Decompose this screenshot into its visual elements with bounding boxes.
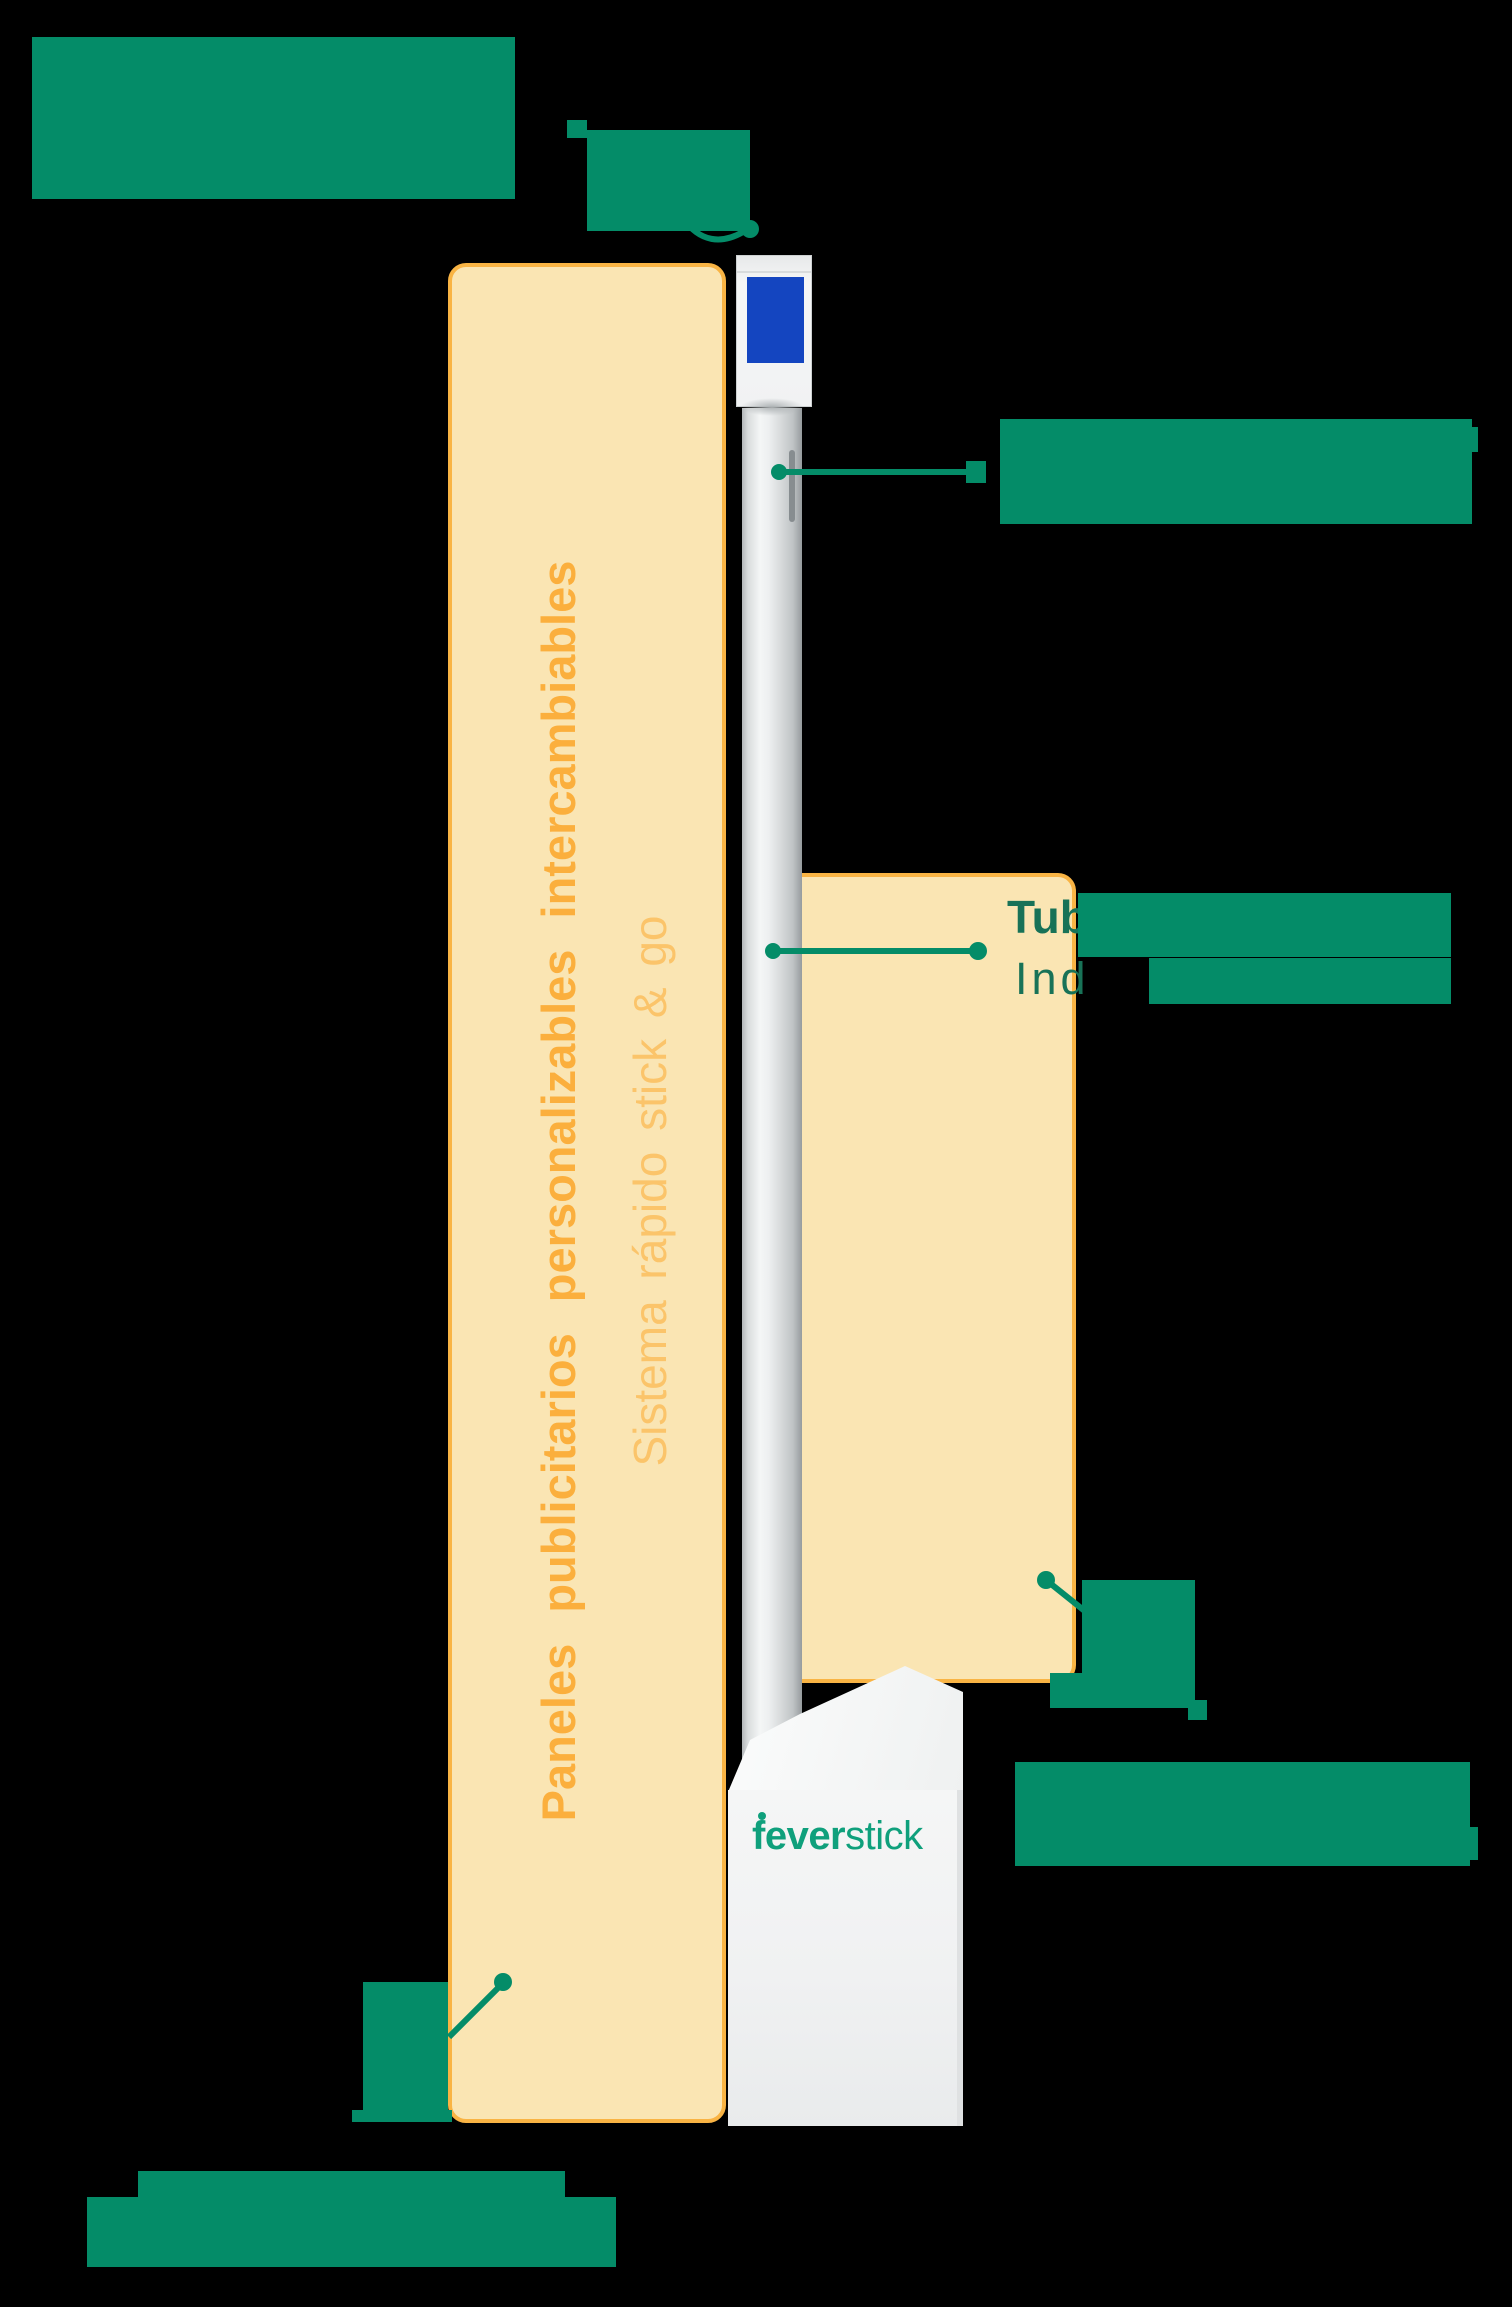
base-right-edge [957, 1790, 963, 2126]
title-block [32, 37, 515, 199]
panel-corner-block-ext [1050, 1673, 1195, 1708]
panel-corner-block-foot [1188, 1700, 1207, 1720]
bottom-caption-row-small [138, 2171, 565, 2197]
head-callout-block [1000, 419, 1472, 524]
base-callout-block [1015, 1762, 1470, 1866]
bottom-left-dot [494, 1973, 512, 1991]
logo-text-bold: fever [752, 1814, 846, 1858]
top-callout-notch [567, 120, 587, 138]
tube-callout-line [773, 948, 978, 954]
top-callout-block [587, 130, 750, 231]
panel-corner-dot [1037, 1571, 1055, 1589]
base-callout-block-bump [1470, 1827, 1478, 1860]
tube-label-regular-fragment: Ind [1015, 953, 1090, 1004]
panel-subline-vertical: Sistema rápido stick & go [624, 915, 676, 1467]
right-info-panel [770, 873, 1076, 1683]
top-callout-dot [741, 220, 759, 238]
pole-clip [789, 450, 795, 522]
brand-logo: feverstick [752, 1812, 923, 1859]
panel-headline-vertical: Paneles publicitarios personalizables in… [532, 560, 585, 1822]
head-callout-square [966, 461, 986, 483]
head-callout-line [779, 469, 967, 475]
tube-label-redaction-bottom [1149, 958, 1451, 1004]
cap-neck-shadow [740, 398, 804, 416]
tube-label-redaction-top [1078, 893, 1451, 957]
logo-text-light: stick [845, 1814, 923, 1858]
left-tagline-panel [448, 263, 726, 2123]
base-front-face [728, 1790, 963, 2126]
tube-label-bold-fragment: Tub [1007, 891, 1088, 943]
bottom-caption-row-large [87, 2197, 616, 2267]
bottom-left-block-strip [352, 2110, 452, 2122]
tube-callout-dot-right [969, 942, 987, 960]
cap-bevel-line [737, 271, 811, 273]
blue-sign-panel [747, 277, 804, 363]
head-callout-block-bump [1472, 427, 1478, 452]
stand-pole [742, 408, 802, 1792]
bottom-left-block [363, 1982, 448, 2110]
logo-f-dot-icon [758, 1812, 766, 1820]
